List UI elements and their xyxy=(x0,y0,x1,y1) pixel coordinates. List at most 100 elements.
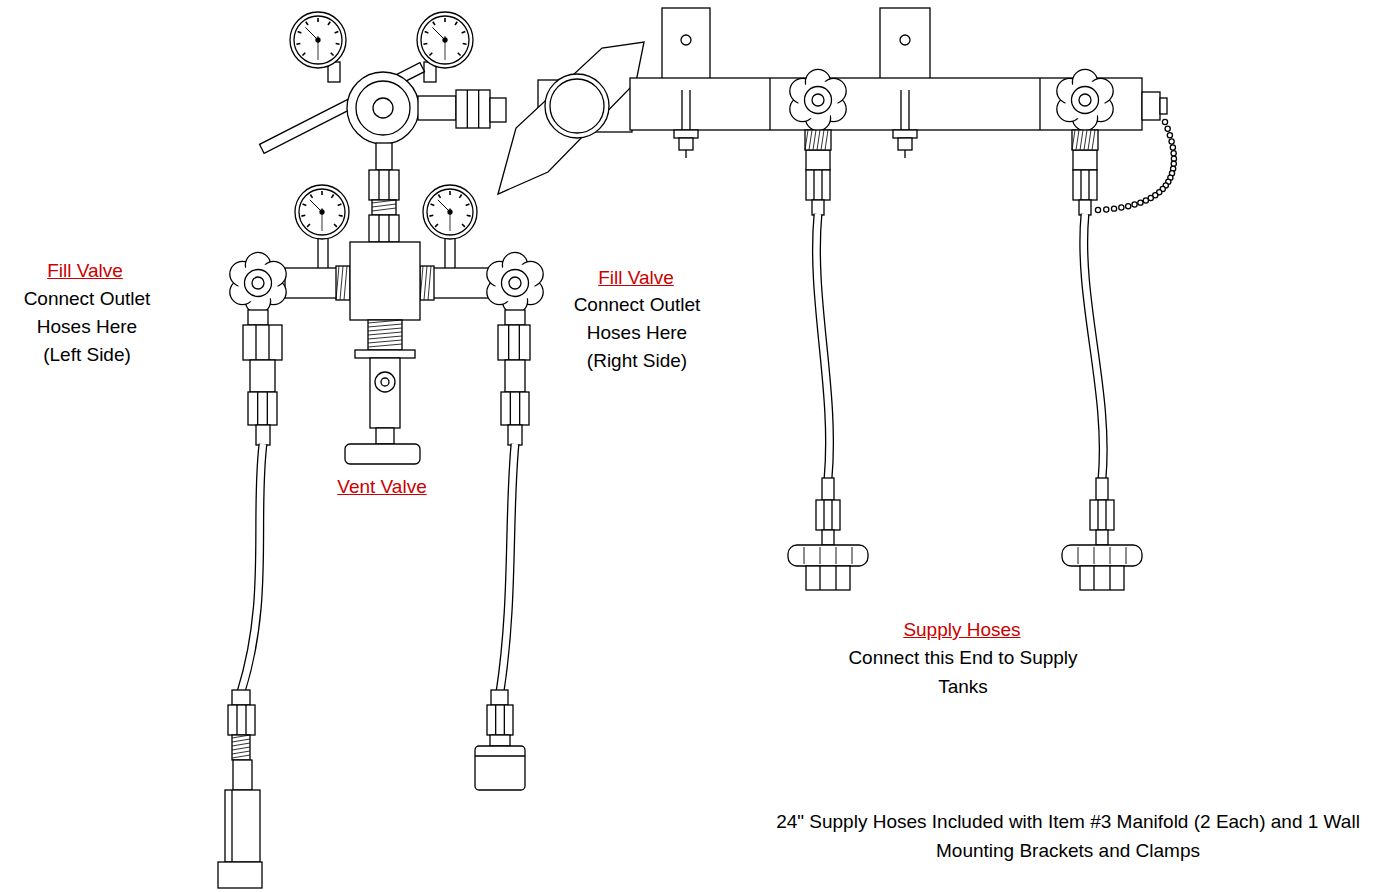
gauge-face xyxy=(427,189,473,235)
hose-fill xyxy=(241,444,263,692)
gauge-pivot xyxy=(320,210,324,214)
cga-nut xyxy=(1080,566,1124,590)
hex-nut xyxy=(228,705,255,735)
fill-assembly xyxy=(285,143,490,464)
hex-edge xyxy=(504,705,505,735)
hose-ferrule xyxy=(232,690,250,705)
hose-adapter xyxy=(490,735,510,746)
gauge-tick xyxy=(302,53,305,56)
hex-nut xyxy=(1073,170,1097,200)
vent-flange xyxy=(355,350,415,358)
gauge-tick xyxy=(307,224,310,227)
outlet-hose xyxy=(475,310,530,790)
handwheel-stem xyxy=(509,277,521,289)
pressure-gauge xyxy=(295,185,349,239)
hex-nut xyxy=(369,215,399,242)
cga-nut-flute xyxy=(836,547,837,564)
valve-bonnet-ring xyxy=(550,79,604,133)
chain-link xyxy=(1167,133,1172,138)
cap-rim xyxy=(475,755,525,756)
cga-nut-wheel xyxy=(1062,545,1142,566)
supply-hose xyxy=(1062,130,1142,590)
gauge-face xyxy=(294,16,342,64)
valve-outlet xyxy=(248,310,268,325)
chain-link xyxy=(1119,205,1124,210)
hose-ferrule xyxy=(1096,478,1108,500)
pressure-gauge xyxy=(423,185,477,239)
gauge-tick xyxy=(429,53,432,56)
cga-nut-flute xyxy=(1126,547,1127,564)
gauge-tick xyxy=(334,224,337,227)
hex-edge xyxy=(495,705,496,735)
gauge-tick xyxy=(431,204,435,206)
gauge-needle xyxy=(305,27,318,40)
vent-port-bore xyxy=(381,378,389,386)
thread-line xyxy=(821,130,824,150)
handwheel-hub xyxy=(805,87,832,114)
hex-edge xyxy=(823,500,824,530)
thread-line xyxy=(1092,130,1095,150)
gauge-tick xyxy=(459,195,461,198)
thread-line xyxy=(340,266,343,300)
hex-edge xyxy=(835,566,836,590)
gauge-tick xyxy=(429,215,433,217)
pipe-joint xyxy=(769,78,770,130)
hex-edge xyxy=(813,170,814,200)
gauge-tick xyxy=(463,43,467,45)
handwheel-hub xyxy=(245,270,272,297)
chain-link xyxy=(1170,145,1175,150)
gauge-pivot xyxy=(443,38,447,42)
hex-edge xyxy=(831,500,832,530)
chain-link xyxy=(1171,151,1176,156)
clamp-plate xyxy=(674,130,698,138)
gauge-tick xyxy=(462,32,466,34)
thread-line xyxy=(809,130,812,150)
valve-outlet xyxy=(505,310,525,325)
thread-line xyxy=(1076,130,1079,150)
callout-note: Connect Outlet Hoses Here (Left Side) xyxy=(21,285,153,369)
chain-link xyxy=(1138,200,1143,205)
hex-edge xyxy=(519,325,520,360)
valve-lever xyxy=(498,42,644,194)
clamp-bolt xyxy=(900,90,901,130)
gauge-tick xyxy=(328,22,330,25)
thread-line xyxy=(344,266,347,300)
hose-adapter xyxy=(250,360,275,392)
regulator-cap xyxy=(373,98,393,118)
gauge-tick xyxy=(306,22,308,25)
vent-knob xyxy=(345,444,420,464)
hex-nut xyxy=(816,500,840,530)
pressure-gauge xyxy=(290,12,346,68)
hose-fill xyxy=(500,444,515,692)
thread-section xyxy=(805,130,831,150)
vent-port xyxy=(375,372,395,392)
hex-edge xyxy=(245,705,246,735)
handwheel-valve xyxy=(1057,69,1113,130)
gauge-stem xyxy=(318,236,328,270)
nozzle-neck xyxy=(233,760,252,790)
hose-ferrule xyxy=(1079,200,1091,215)
hex-edge xyxy=(478,90,479,128)
hex-edge xyxy=(236,705,237,735)
hex-nut xyxy=(806,170,830,200)
bracket-hole xyxy=(681,35,691,45)
clamp-nut xyxy=(898,138,912,150)
hex-nut xyxy=(501,392,529,425)
hex-nut xyxy=(369,170,399,200)
handwheel-core xyxy=(238,263,278,303)
gauge-tick xyxy=(335,32,339,34)
valve-outlet xyxy=(1073,150,1097,170)
gauge-tick xyxy=(317,18,319,22)
cga-nut-flute xyxy=(804,547,805,564)
gauge-tick xyxy=(444,18,446,22)
chain-link xyxy=(1095,207,1100,212)
gauge-tick xyxy=(425,32,429,34)
clamp-bolt xyxy=(681,90,682,130)
callout-title: Fill Valve xyxy=(10,257,160,285)
hose-adapter xyxy=(505,360,525,392)
regulator-body xyxy=(347,72,419,144)
regulator-bonnet xyxy=(356,81,410,135)
chain-link xyxy=(1126,204,1131,209)
hose-outline xyxy=(500,444,515,692)
